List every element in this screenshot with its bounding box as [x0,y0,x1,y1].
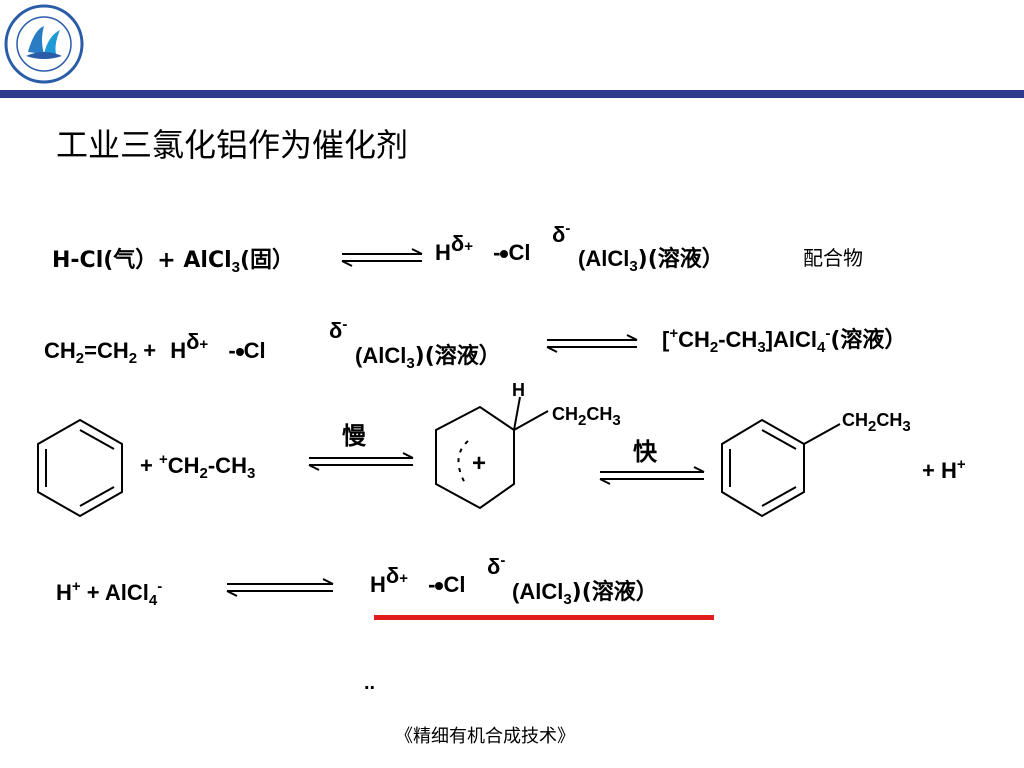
slow-label: 慢 [342,422,366,450]
stray-dots: .. [364,672,376,694]
eq4-alcl3: (AlCl3)(溶液） [512,579,658,608]
electron-pair-dot [500,250,509,259]
electron-pair-dot [435,582,444,591]
eq3-fast-arrow [599,466,705,485]
sigma-complex-ring [435,396,549,510]
header-rule [0,90,1024,98]
footer-book-title: 《精细有机合成技术》 [395,726,575,747]
benzene-ring [37,418,123,518]
ring-positive-charge: + [472,450,487,477]
ethylbenzene-ring [721,418,841,518]
eq1-delta-minus: δ- [552,220,571,247]
eq2-equilibrium-arrow [546,334,638,353]
eq2-alcl3: (AlCl3)(溶液） [355,343,501,372]
product-ethyl-label: CH2CH3 [842,410,911,435]
eq2-product: [+CH2-CH3]AlCl4-(溶液） [662,325,907,356]
eq2-ethylene: CH2=CH2 + Hδ+ -Cl [44,329,266,367]
ethyl-cation: + +CH2-CH3 [140,451,256,482]
sigma-ethyl-label: CH2CH3 [552,404,621,429]
eq4-complex: Hδ+ -Cl [370,563,466,598]
proton-product: + H+ [922,456,966,483]
page-title: 工业三氯化铝作为催化剂 [56,126,409,164]
fast-label: 快 [633,438,657,466]
eq1-equilibrium-arrow [341,248,423,267]
eq1-reactants: H-Cl(气）+ AlCl3(固） [52,248,295,276]
eq1-alcl3: (AlCl3)(溶液） [578,246,724,275]
eq1-note: 配合物 [803,246,863,270]
eq4-delta-minus: δ- [487,552,506,579]
eq4-equilibrium-arrow [226,578,334,597]
eq3-slow-arrow [308,452,414,471]
eq1-complex: Hδ+ -Cl [435,231,531,266]
eq2-delta-minus: δ- [329,316,348,343]
eq4-reactants: H+ + AlCl4- [56,578,163,609]
electron-pair-dot [235,348,244,357]
sigma-h-label: H [512,380,525,400]
red-underline [374,615,714,620]
school-logo [4,4,84,84]
